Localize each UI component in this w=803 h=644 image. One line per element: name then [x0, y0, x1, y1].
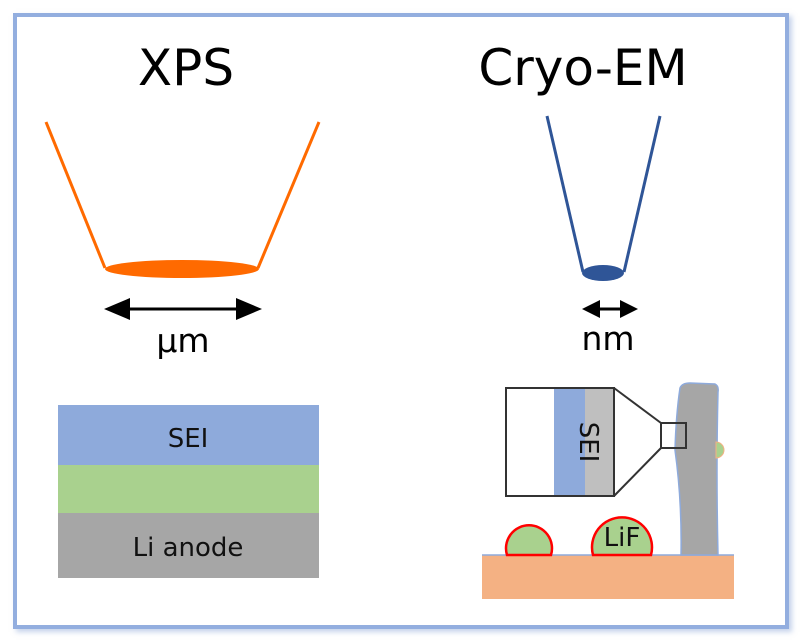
cryo-em-beam-icon	[545, 115, 662, 281]
xps-layer-stack	[58, 405, 319, 578]
substrate	[482, 555, 734, 599]
sei-layer	[58, 405, 319, 465]
li-anode-label: Li anode	[133, 533, 244, 563]
xps-title: XPS	[138, 39, 234, 97]
li-anode-layer	[58, 513, 319, 578]
intermediate-layer	[58, 465, 319, 513]
xps-beam-icon	[44, 121, 321, 278]
nm-scale-arrow-icon	[582, 300, 638, 318]
small-lif-particle	[715, 441, 725, 459]
lif-particle-small	[504, 524, 554, 557]
um-scale-arrow-icon	[104, 298, 262, 320]
inset-sei-label: SEI	[573, 422, 603, 463]
li-dendrite	[674, 382, 719, 556]
sei-zoom-inset	[505, 387, 687, 497]
lif-label: LiF	[604, 523, 641, 553]
lif-particle-large	[590, 516, 654, 557]
um-scale-label: μm	[156, 321, 209, 360]
sei-layer-label: SEI	[168, 424, 209, 454]
nm-scale-label: nm	[581, 319, 634, 358]
cryo-em-title: Cryo-EM	[478, 39, 687, 97]
